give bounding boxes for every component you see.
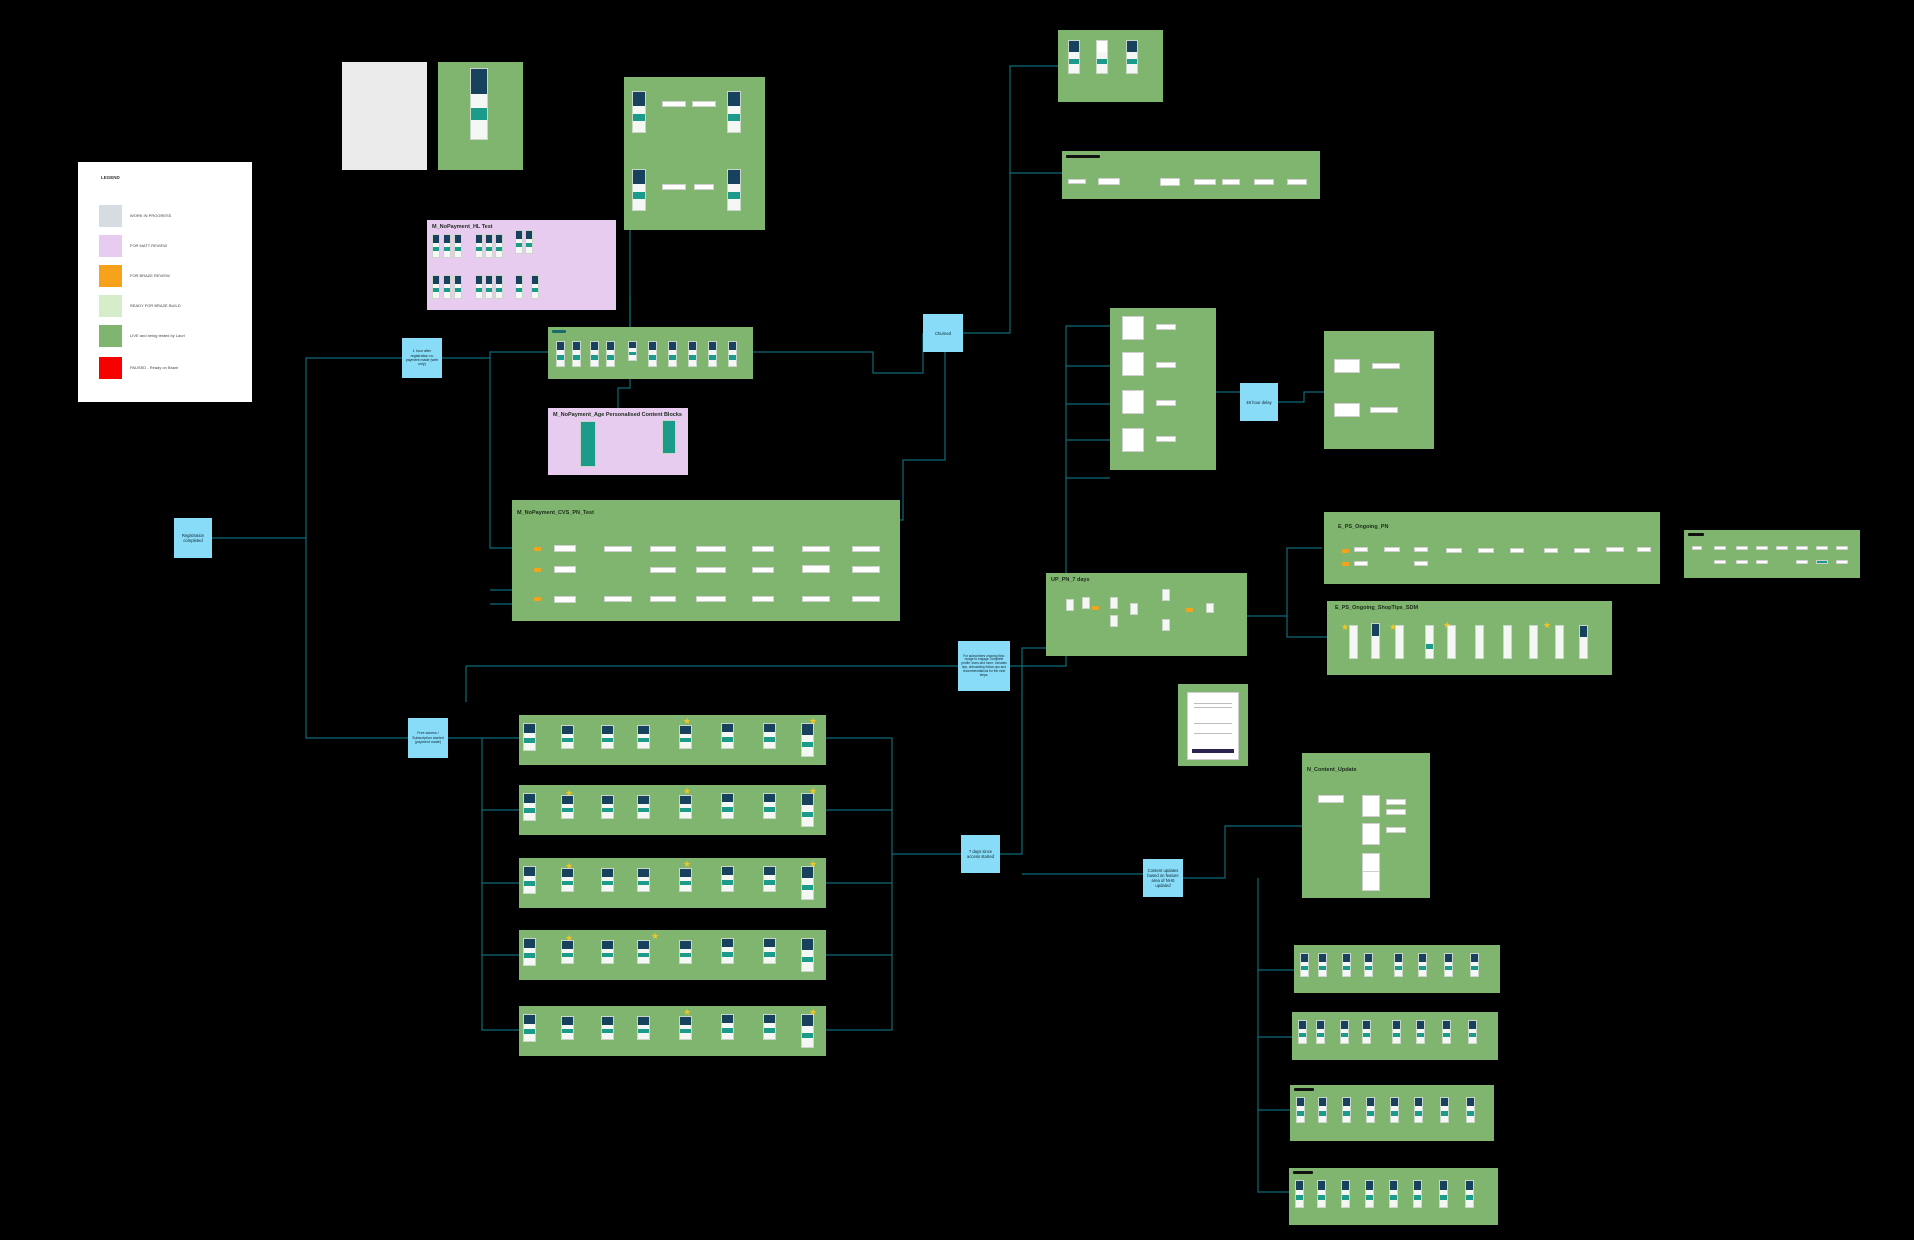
legend-label-wip: WORK IN PROGRESS: [130, 213, 172, 218]
legend-label-braze-review: FOR BRAZE REVIEW: [130, 273, 170, 278]
legend-label-paused: PAUSED - Ready on Braze: [130, 365, 179, 370]
nopayment-main-frame[interactable]: [548, 327, 753, 379]
modal-preview-frame[interactable]: [1178, 684, 1248, 766]
node-subscribers-ongoing[interactable]: For subscribers ongoing flow: nudge to e…: [958, 641, 1010, 691]
frame-title: E_PS_Ongoing_ShopTips_SDM: [1335, 605, 1419, 611]
node-content-updates[interactable]: Content updates based on feature area of…: [1143, 859, 1183, 897]
legend-label-ready: READY FOR BRAZE BUILD: [130, 303, 181, 308]
legend-label-matt: FOR MATT REVIEW: [130, 243, 167, 248]
free-access-flow-4[interactable]: ★ ★: [519, 930, 826, 980]
node-1-hour-after-registration[interactable]: 1 hour after registration no payment mad…: [402, 338, 442, 378]
legend-swatch-ready: [99, 295, 122, 317]
e-pn-ongoing-frame[interactable]: E_PS_Ongoing_PN: [1324, 512, 1660, 584]
frame-title: M_NoPayment_CVS_PN_Test: [517, 510, 594, 516]
nopayment-age-frame[interactable]: M_NoPayment_Age Personalised Content Blo…: [548, 408, 688, 475]
free-access-flow-1[interactable]: ★ ★: [519, 715, 826, 765]
node-churned[interactable]: Churned: [923, 314, 963, 352]
content-update-flow-1[interactable]: [1294, 945, 1500, 993]
node-48-hour-delay[interactable]: 48 hour delay: [1240, 383, 1278, 421]
legend-title: LEGEND: [101, 175, 120, 180]
email-journey-frame[interactable]: [624, 77, 765, 230]
e-pn-shop-frame[interactable]: E_PS_Ongoing_ShopTips_SDM ★ ★ ★ ★: [1327, 601, 1612, 675]
content-update-flow-2[interactable]: [1292, 1012, 1498, 1060]
legend-panel: LEGEND WORK IN PROGRESS FOR MATT REVIEW …: [78, 162, 252, 402]
n-content-update-frame[interactable]: N_Content_Update: [1302, 753, 1430, 898]
node-free-access[interactable]: Free access / Subscription started (paym…: [408, 718, 448, 758]
legend-swatch-paused: [99, 357, 122, 379]
free-access-flow-2[interactable]: ★ ★ ★: [519, 785, 826, 835]
nopayment-cvs-pn-frame[interactable]: M_NoPayment_CVS_PN_Test: [512, 500, 900, 621]
churned-pn-frame[interactable]: [1062, 151, 1320, 199]
frame-title: M_NoPayment_Age Personalised Content Blo…: [553, 412, 682, 418]
node-registration-completed[interactable]: Registration completed: [174, 518, 212, 558]
node-7-days-access[interactable]: 7 days since access started: [961, 835, 1000, 873]
nopayment-hl-test-frame[interactable]: M_NoPayment_HL Test: [427, 220, 616, 310]
frame-title: E_PS_Ongoing_PN: [1338, 524, 1389, 530]
frame-title: N_Content_Update: [1307, 767, 1357, 773]
legend-swatch-live: [99, 325, 122, 347]
placeholder-frame[interactable]: [342, 62, 427, 170]
free-access-flow-5[interactable]: ★ ★: [519, 1006, 826, 1056]
legend-label-live: LIVE and being tested by Lauri: [130, 333, 185, 338]
legend-swatch-matt: [99, 235, 122, 257]
up-pn-7-days-frame[interactable]: UP_PN_7 days: [1046, 573, 1247, 656]
frame-title: M_NoPayment_HL Test: [432, 224, 493, 230]
legend-swatch-wip: [99, 205, 122, 227]
free-access-flow-3[interactable]: ★ ★ ★: [519, 858, 826, 908]
onboarding-screens-frame[interactable]: [438, 62, 523, 170]
content-update-flow-4[interactable]: [1289, 1168, 1498, 1225]
subscriber-cards-frame[interactable]: [1110, 308, 1216, 470]
frame-title: UP_PN_7 days: [1051, 577, 1090, 583]
churned-screens-frame[interactable]: [1058, 30, 1163, 102]
content-update-flow-3[interactable]: [1290, 1085, 1494, 1141]
e-pn-extra-frame[interactable]: [1684, 530, 1860, 578]
delay-cards-frame[interactable]: [1324, 331, 1434, 449]
legend-swatch-braze-review: [99, 265, 122, 287]
